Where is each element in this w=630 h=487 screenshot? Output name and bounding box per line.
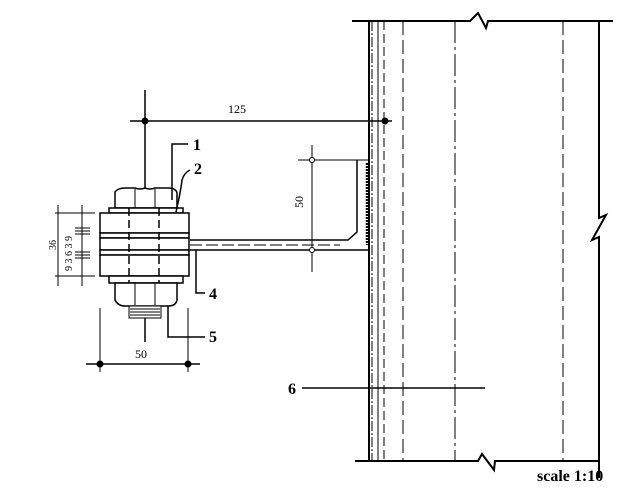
dimension-dot bbox=[309, 157, 315, 163]
bottom-nut bbox=[114, 282, 178, 307]
plate-lower bbox=[99, 254, 190, 277]
callout-1: 1 bbox=[193, 137, 201, 154]
leader-5 bbox=[167, 306, 205, 338]
callouts: 1 2 4 5 6 bbox=[167, 137, 485, 398]
scale-label: scale 1:10 bbox=[537, 468, 603, 485]
dimension-dot bbox=[96, 360, 104, 368]
dimension-arm-height: 50 bbox=[292, 145, 315, 272]
dimension-dot bbox=[184, 360, 192, 368]
top-nut bbox=[114, 187, 178, 209]
arm-top-edge bbox=[190, 160, 358, 241]
column-top-edge bbox=[352, 11, 613, 31]
stack-total-label: 36 bbox=[48, 240, 59, 250]
dimension-dot bbox=[381, 117, 389, 125]
dimension-stack: 36 9 3 6 3 9 bbox=[48, 205, 95, 286]
column bbox=[352, 11, 613, 478]
bolt-assembly bbox=[99, 90, 190, 342]
leader-4 bbox=[195, 250, 205, 294]
top-span-label: 125 bbox=[228, 102, 246, 116]
bottom-washer bbox=[108, 275, 184, 284]
column-bottom-edge bbox=[355, 452, 600, 473]
plate-upper bbox=[99, 212, 190, 234]
callout-6: 6 bbox=[288, 381, 296, 398]
callout-5: 5 bbox=[209, 329, 217, 346]
column-right-face bbox=[589, 21, 609, 478]
callout-2: 2 bbox=[194, 161, 202, 178]
callout-4: 4 bbox=[209, 286, 217, 303]
leader-1 bbox=[171, 143, 188, 200]
stack-layers-label: 9 3 6 3 9 bbox=[64, 236, 75, 271]
arm-height-label: 50 bbox=[292, 196, 306, 208]
bolt-spacing-label: 50 bbox=[135, 347, 147, 361]
dimension-top-span: 125 bbox=[130, 102, 392, 125]
leader-2 bbox=[175, 169, 191, 213]
dimension-dot bbox=[309, 247, 315, 253]
plate-middle bbox=[99, 237, 190, 251]
dimension-bolt-spacing: 50 bbox=[86, 308, 200, 372]
bracket-arm bbox=[190, 159, 369, 251]
